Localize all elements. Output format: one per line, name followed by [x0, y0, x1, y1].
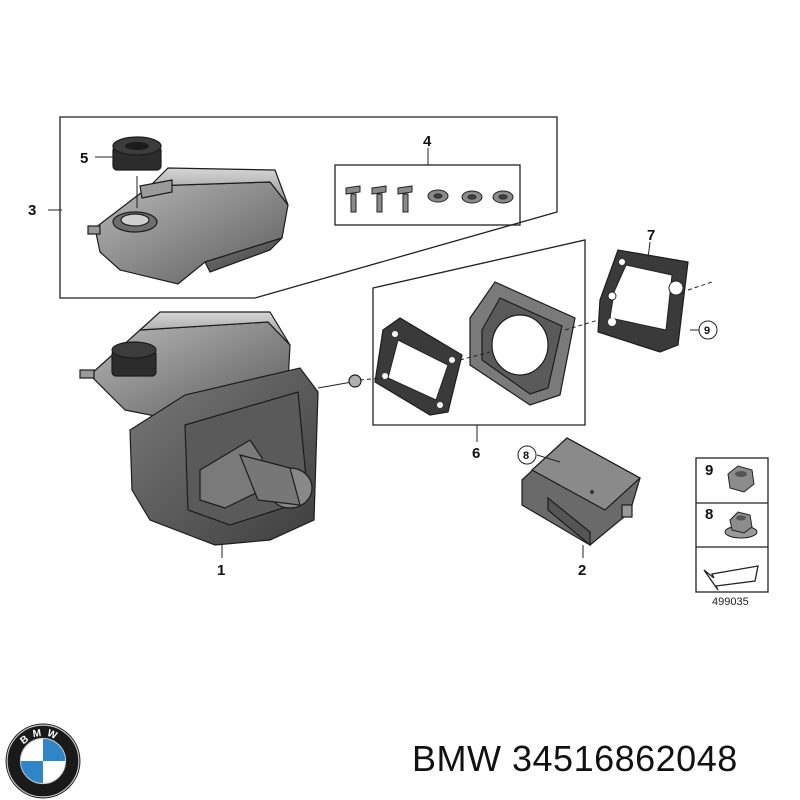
callout-9: 9 [704, 325, 710, 337]
reservoir-group-frame [59, 116, 558, 299]
seal-group-frame [372, 239, 586, 426]
brand-name: BMW [412, 738, 502, 779]
callout-6: 6 [472, 445, 480, 462]
gasket-part [374, 317, 463, 416]
seal-part [469, 281, 576, 406]
reservoir-cap-part [112, 136, 162, 208]
callout-9-circle [698, 320, 718, 340]
reference-number: 499035 [712, 596, 749, 608]
legend-label-9: 9 [705, 462, 713, 479]
fastener-legend: 9 8 499035 [695, 457, 769, 608]
callout-8: 8 [523, 450, 529, 462]
arrow-icon [703, 565, 759, 591]
part-number: 34516862048 [512, 738, 738, 779]
master-cylinder-part [79, 311, 362, 546]
bmw-logo-icon: BMW [5, 723, 81, 799]
callout-4: 4 [423, 133, 432, 150]
nut-icon [727, 465, 755, 493]
legend-label-8: 8 [705, 506, 713, 523]
callout-2: 2 [578, 562, 586, 579]
callout-8-circle [517, 445, 537, 465]
callout-7: 7 [647, 227, 655, 244]
brand-part-number: BMW 34516862048 [412, 738, 738, 780]
control-unit-part [521, 437, 642, 547]
fasteners-part [345, 185, 514, 213]
reservoir-part [87, 167, 289, 285]
callout-5: 5 [80, 150, 88, 167]
callout-3: 3 [28, 202, 36, 219]
callout-1: 1 [217, 562, 225, 579]
outer-gasket-part [597, 249, 689, 353]
fasteners-frame [334, 164, 521, 226]
flange-nut-icon [724, 511, 758, 539]
